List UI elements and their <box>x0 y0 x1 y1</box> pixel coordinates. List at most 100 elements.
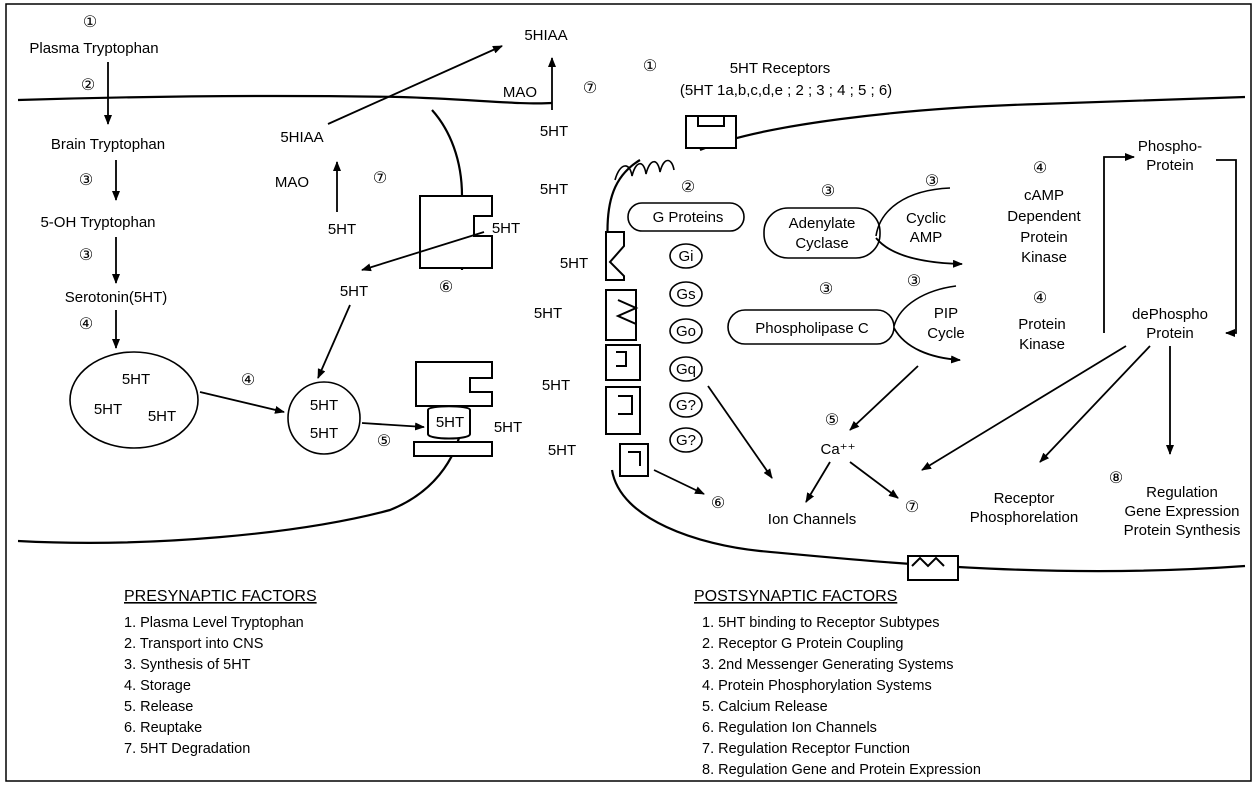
released-5ht-cleft: 5HT <box>494 419 522 436</box>
g-type-3: Go <box>676 323 696 340</box>
postsynaptic-item-6: 6. Regulation Ion Channels <box>702 720 877 736</box>
arrow-g-to-ion-channels <box>708 386 772 478</box>
vesicle-5ht-3: 5HT <box>148 408 176 425</box>
receptors-title: 5HT Receptors <box>730 60 831 77</box>
marker-3-pre-a: ③ <box>79 172 93 189</box>
cleft-5hiaa: 5HIAA <box>524 27 567 44</box>
marker-5-post: ⑤ <box>825 412 839 429</box>
postsynaptic-item-7: 7. Regulation Receptor Function <box>702 741 910 757</box>
cleft-5ht-5: 5HT <box>542 377 570 394</box>
marker-5-pre: ⑤ <box>377 433 391 450</box>
presynaptic-neuron <box>18 96 552 543</box>
marker-3-post-b: ③ <box>925 173 939 190</box>
release-vesicle <box>288 382 360 454</box>
arrow-receptor-to-6 <box>654 470 704 494</box>
camp-kinase-2: Dependent <box>1007 208 1081 225</box>
postsynaptic-item-4: 4. Protein Phosphorylation Systems <box>702 678 932 694</box>
postsynaptic-item-5: 5. Calcium Release <box>702 699 828 715</box>
arrow-calcium-to-receptor <box>850 462 898 498</box>
calcium-label: Ca⁺⁺ <box>820 441 855 458</box>
arrow-release <box>362 423 424 427</box>
pip-cycle-1: PIP <box>934 305 958 322</box>
presynaptic-item-2: 2. Transport into CNS <box>124 636 263 652</box>
receptor-top <box>686 116 736 148</box>
vesicle-5ht-2: 5HT <box>94 401 122 418</box>
regulation-2: Gene Expression <box>1124 503 1239 520</box>
marker-3-post-c: ③ <box>819 281 833 298</box>
serotonin-label: Serotonin(5HT) <box>65 289 168 306</box>
receptor-4 <box>606 387 640 434</box>
adenylate-label-1: Adenylate <box>789 215 856 232</box>
presynaptic-title: PRESYNAPTIC FACTORS <box>124 588 317 605</box>
adenylate-label-2: Cyclase <box>795 235 848 252</box>
arrow-5hiaa-out <box>328 46 502 124</box>
marker-2-post: ② <box>681 179 695 196</box>
vesicle-5ht-1: 5HT <box>122 371 150 388</box>
presynaptic-item-3: 3. Synthesis of 5HT <box>124 657 251 673</box>
postsynaptic-item-3: 3. 2nd Messenger Generating Systems <box>702 657 953 673</box>
arrow-storage-to-vesicle <box>200 392 284 412</box>
presynaptic-membrane-bottom <box>18 375 462 543</box>
postsynaptic-title: POSTSYNAPTIC FACTORS <box>694 588 897 605</box>
g-type-6: G? <box>676 432 696 449</box>
arrow-pip-to-calcium <box>850 366 918 430</box>
arrow-phospho-to-dephospho <box>1216 160 1236 333</box>
marker-7-pre: ⑦ <box>373 170 387 187</box>
protein-kinase-2: Kinase <box>1019 336 1065 353</box>
cleft-5ht-2: 5HT <box>540 181 568 198</box>
arrow-dephospho-to-receptor <box>922 346 1126 470</box>
presynaptic-item-5: 5. Release <box>124 699 193 715</box>
presynaptic-item-7: 7. 5HT Degradation <box>124 741 250 757</box>
g-type-4: Gq <box>676 361 696 378</box>
marker-4-pre: ④ <box>79 316 93 333</box>
transporter-lower <box>416 362 492 406</box>
receptor-bottom <box>908 556 958 580</box>
g-type-1: Gi <box>679 248 694 265</box>
marker-1-pre: ① <box>83 14 97 31</box>
regulation-3: Protein Synthesis <box>1124 522 1241 539</box>
regulation-1: Regulation <box>1146 484 1218 501</box>
plasma-tryptophan-label: Plasma Tryptophan <box>29 40 158 57</box>
release-5ht-2: 5HT <box>310 425 338 442</box>
reuptake-5ht-inner: 5HT <box>340 283 368 300</box>
receptor-5 <box>620 444 648 476</box>
marker-7-post: ⑦ <box>905 499 919 516</box>
g-proteins-label: G Proteins <box>653 209 724 226</box>
presynaptic-item-1: 1. Plasma Level Tryptophan <box>124 615 304 631</box>
g-type-2: Gs <box>676 286 695 303</box>
protein-kinase-1: Protein <box>1018 316 1066 333</box>
reuptake-5ht: 5HT <box>492 220 520 237</box>
marker-2-pre: ② <box>81 77 95 94</box>
marker-3-pre-b: ③ <box>79 247 93 264</box>
receptor-2 <box>606 290 636 340</box>
receptor-1 <box>606 232 624 280</box>
cleft-5ht-1: 5HT <box>540 123 568 140</box>
receptor-phos-2: Phosphorelation <box>970 509 1078 526</box>
release-5ht-1: 5HT <box>310 397 338 414</box>
dephospho-2: Protein <box>1146 325 1194 342</box>
presynaptic-legend: PRESYNAPTIC FACTORS 1. Plasma Level Tryp… <box>124 588 317 757</box>
postsynaptic-item-8: 8. Regulation Gene and Protein Expressio… <box>702 762 981 778</box>
camp-kinase-1: cAMP <box>1024 187 1064 204</box>
presynaptic-membrane-top <box>18 96 552 103</box>
pip-cycle-2: Cycle <box>927 325 965 342</box>
arrow-reuptake-to-vesicle <box>318 305 350 378</box>
released-5ht-fused: 5HT <box>436 414 464 431</box>
cleft-5ht-6: 5HT <box>548 442 576 459</box>
camp-kinase-3: Protein <box>1020 229 1068 246</box>
cleft-5ht-3: 5HT <box>560 255 588 272</box>
inner-5ht: 5HT <box>328 221 356 238</box>
marker-4-post-b: ④ <box>1033 290 1047 307</box>
marker-6-pre: ⑥ <box>439 279 453 296</box>
transporter-base <box>414 442 492 456</box>
dephospho-1: dePhospho <box>1132 306 1208 323</box>
receptor-coil <box>615 161 674 181</box>
receptor-3 <box>606 345 640 380</box>
presynaptic-item-6: 6. Reuptake <box>124 720 202 736</box>
inner-mao: MAO <box>275 174 309 191</box>
brain-tryptophan-label: Brain Tryptophan <box>51 136 165 153</box>
inner-5hiaa: 5HIAA <box>280 129 323 146</box>
g-type-5: G? <box>676 397 696 414</box>
cyclic-amp-2: AMP <box>910 229 943 246</box>
